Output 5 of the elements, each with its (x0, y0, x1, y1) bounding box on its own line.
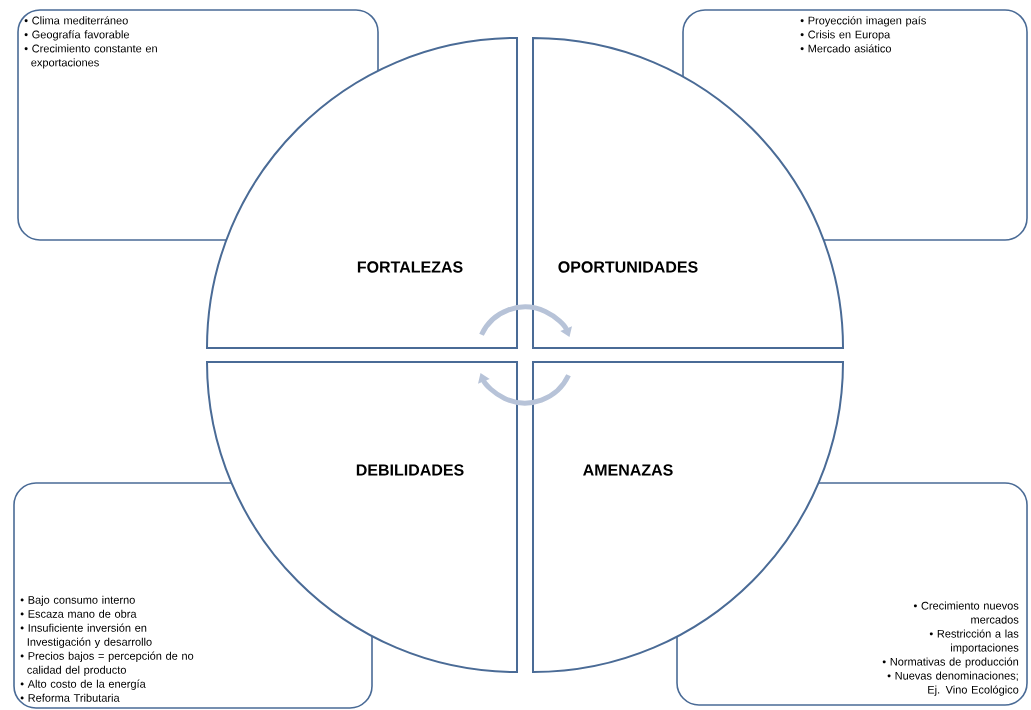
quadrant: DEBILIDADES (206, 361, 518, 673)
quadrant: AMENAZAS (532, 361, 844, 673)
curved-arrow (478, 373, 571, 406)
curved-arrow (479, 304, 572, 337)
quadrant: FORTALEZAS (206, 37, 518, 349)
